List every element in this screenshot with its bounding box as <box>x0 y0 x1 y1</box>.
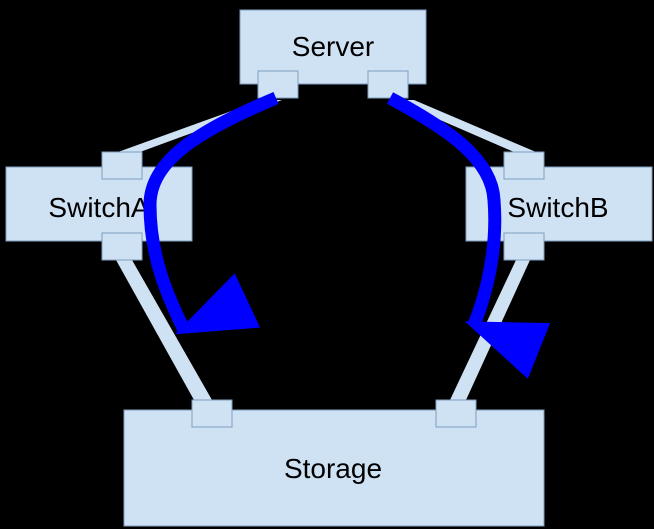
switcha-node: SwitchA <box>5 151 193 261</box>
server-port-right <box>367 70 409 99</box>
path-arrow-left <box>143 92 279 335</box>
storage-port-left <box>191 399 233 428</box>
switcha-box <box>5 166 193 242</box>
server-label: Server <box>292 31 374 62</box>
server-node: Server <box>239 9 427 99</box>
server-port-left <box>257 70 299 99</box>
storage-node: Storage <box>123 399 545 527</box>
path-arrow-right <box>386 92 551 379</box>
storage-box <box>123 409 545 527</box>
switchb-port-bottom <box>503 232 545 261</box>
switchb-label: SwitchB <box>507 192 608 223</box>
switcha-port-top <box>101 151 143 180</box>
storage-label: Storage <box>284 453 382 484</box>
switchb-port-top <box>503 151 545 180</box>
switcha-port-bottom <box>101 232 143 261</box>
storage-port-right <box>435 399 477 428</box>
switcha-label: SwitchA <box>48 192 149 223</box>
io-path-arrows <box>143 92 551 379</box>
link-switcha-storage <box>116 260 212 400</box>
link-server-switchb <box>394 100 536 152</box>
